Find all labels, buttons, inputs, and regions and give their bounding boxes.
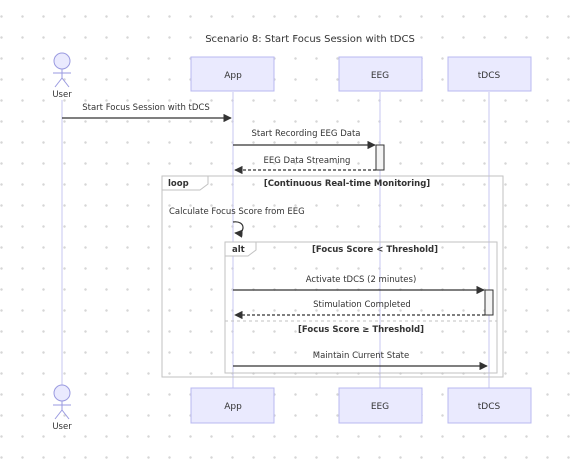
tdcs-activation-bar <box>484 289 494 316</box>
message-5-label: Activate tDCS (2 minutes) <box>306 275 417 285</box>
message-3: EEG Data Streaming <box>234 156 376 175</box>
message-1: Start Focus Session with tDCS <box>62 103 232 123</box>
participant-tdcs-label: tDCS <box>478 71 501 81</box>
message-2: Start Recording EEG Data <box>233 129 376 150</box>
participant-eeg-bottom[interactable]: EEG <box>338 387 423 424</box>
participant-app-bottom-label: App <box>224 402 242 412</box>
lifelines <box>61 92 490 388</box>
alt-fragment: alt [Focus Score < Threshold] [Focus Sco… <box>224 241 498 374</box>
participant-user-bottom[interactable]: User <box>52 384 72 432</box>
participant-tdcs-top[interactable]: tDCS <box>447 56 532 92</box>
loop-condition: [Continuous Real-time Monitoring] <box>264 179 430 189</box>
participant-user-bottom-label: User <box>52 422 72 432</box>
loop-fragment: loop [Continuous Real-time Monitoring] <box>161 175 504 378</box>
participant-app-top[interactable]: App <box>190 56 275 92</box>
participant-app-bottom[interactable]: App <box>190 387 275 424</box>
message-6: Stimulation Completed <box>234 300 485 320</box>
participant-eeg-bottom-label: EEG <box>371 402 389 412</box>
participant-user-top[interactable]: User <box>52 52 72 100</box>
loop-tag: loop <box>168 179 189 189</box>
eeg-activation-bar <box>375 144 385 171</box>
alt-condition-1: [Focus Score < Threshold] <box>312 245 438 255</box>
message-4-label: Calculate Focus Score from EEG <box>169 207 305 217</box>
message-4-self: Calculate Focus Score from EEG <box>169 207 305 238</box>
message-1-label: Start Focus Session with tDCS <box>82 103 210 113</box>
alt-condition-2: [Focus Score ≥ Threshold] <box>298 325 424 335</box>
participant-eeg-label: EEG <box>371 71 389 81</box>
participant-user-label: User <box>52 90 72 100</box>
actor-icon <box>53 52 71 88</box>
message-7: Maintain Current State <box>233 351 488 371</box>
message-3-label: EEG Data Streaming <box>264 156 351 166</box>
message-2-label: Start Recording EEG Data <box>251 129 360 139</box>
message-6-label: Stimulation Completed <box>313 300 411 310</box>
actor-icon <box>53 384 71 420</box>
participant-app-label: App <box>224 71 242 81</box>
diagram-title: Scenario 8: Start Focus Session with tDC… <box>205 34 415 45</box>
participant-tdcs-bottom-label: tDCS <box>478 402 501 412</box>
message-5: Activate tDCS (2 minutes) <box>233 275 485 295</box>
participant-eeg-top[interactable]: EEG <box>338 56 423 92</box>
message-7-label: Maintain Current State <box>313 351 409 361</box>
participant-tdcs-bottom[interactable]: tDCS <box>447 387 532 424</box>
alt-tag: alt <box>232 245 245 255</box>
